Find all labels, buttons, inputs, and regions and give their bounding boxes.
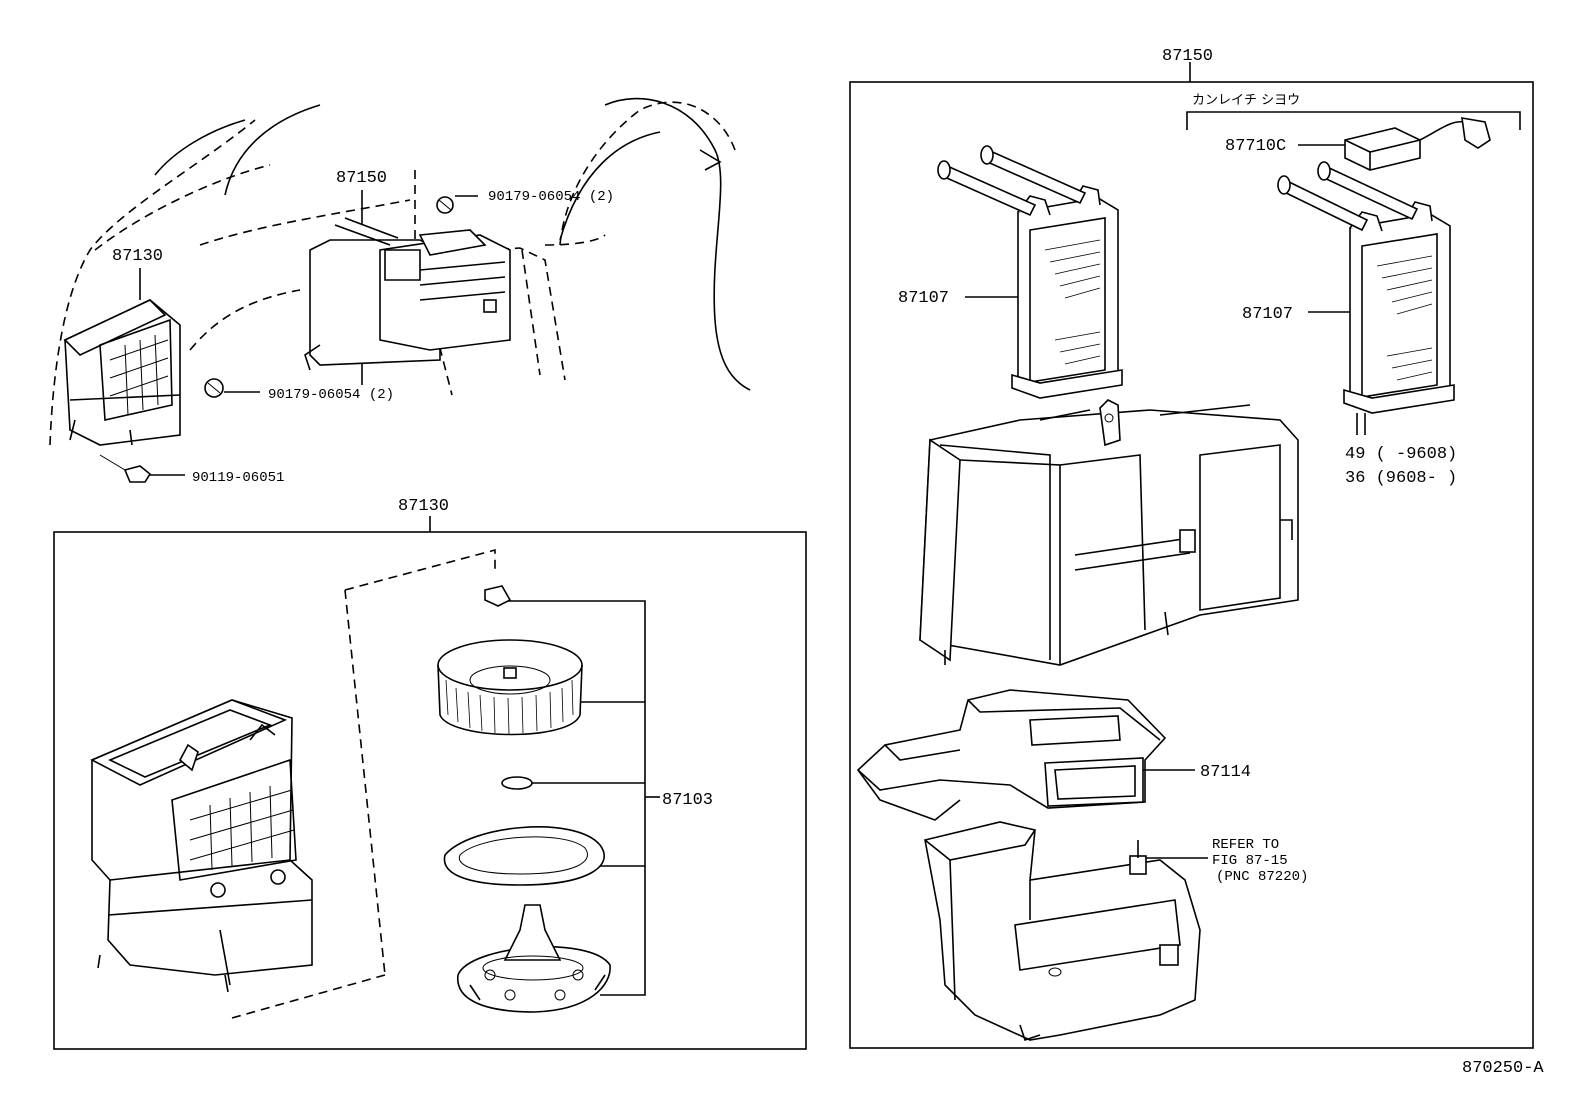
heater-assy-frame: [849, 62, 1534, 1049]
label-core-note-2: 36 (9608- ): [1345, 469, 1457, 488]
overview-heater-unit: [304, 217, 511, 371]
amplifier: [1344, 117, 1491, 171]
label-ov-screw: 90119-06051: [192, 470, 284, 486]
label-refer-2: FIG 87-15: [1212, 853, 1288, 869]
label-refer-3: (PNC 87220): [1216, 869, 1308, 885]
overview-leaders: [139, 190, 478, 476]
label-blower-assy: 87130: [398, 497, 449, 516]
label-ov-nut-mid: 90179-06054 (2): [268, 387, 394, 403]
label-core-right: 87107: [1242, 305, 1293, 324]
blower-leaders: [508, 600, 660, 996]
overview-fasteners: [99, 196, 454, 483]
blower-exploded-bracket: [231, 548, 496, 1019]
blower-assy-frame: [53, 516, 807, 1050]
blower-case: [90, 699, 313, 993]
lower-case: [924, 821, 1201, 1042]
label-core-left: 87107: [898, 289, 949, 308]
label-motor: 87103: [662, 791, 713, 810]
label-ov-blower: 87130: [112, 247, 163, 266]
heater-core-right: [1277, 161, 1455, 435]
duct: [856, 689, 1167, 821]
heater-core-left: [937, 145, 1123, 399]
heater-case: [919, 399, 1299, 666]
label-amp: 87710C: [1225, 137, 1286, 156]
label-ov-unit: 87150: [336, 169, 387, 188]
label-kanreichi: カンレイチ シヨウ: [1192, 93, 1300, 108]
figure-number: 870250-A: [1462, 1059, 1544, 1078]
label-duct: 87114: [1200, 763, 1251, 782]
label-top-assy: 87150: [1162, 47, 1213, 66]
kanreichi-bracket: [1186, 111, 1521, 130]
overview-blower-unit: [63, 299, 181, 446]
label-core-note-1: 49 ( -9608): [1345, 445, 1457, 464]
label-refer-1: REFER TO: [1212, 837, 1279, 853]
screw-icon: [123, 465, 152, 483]
label-ov-nut-top: 90179-06054 (2): [488, 189, 614, 205]
blower-parts: [437, 585, 611, 1013]
